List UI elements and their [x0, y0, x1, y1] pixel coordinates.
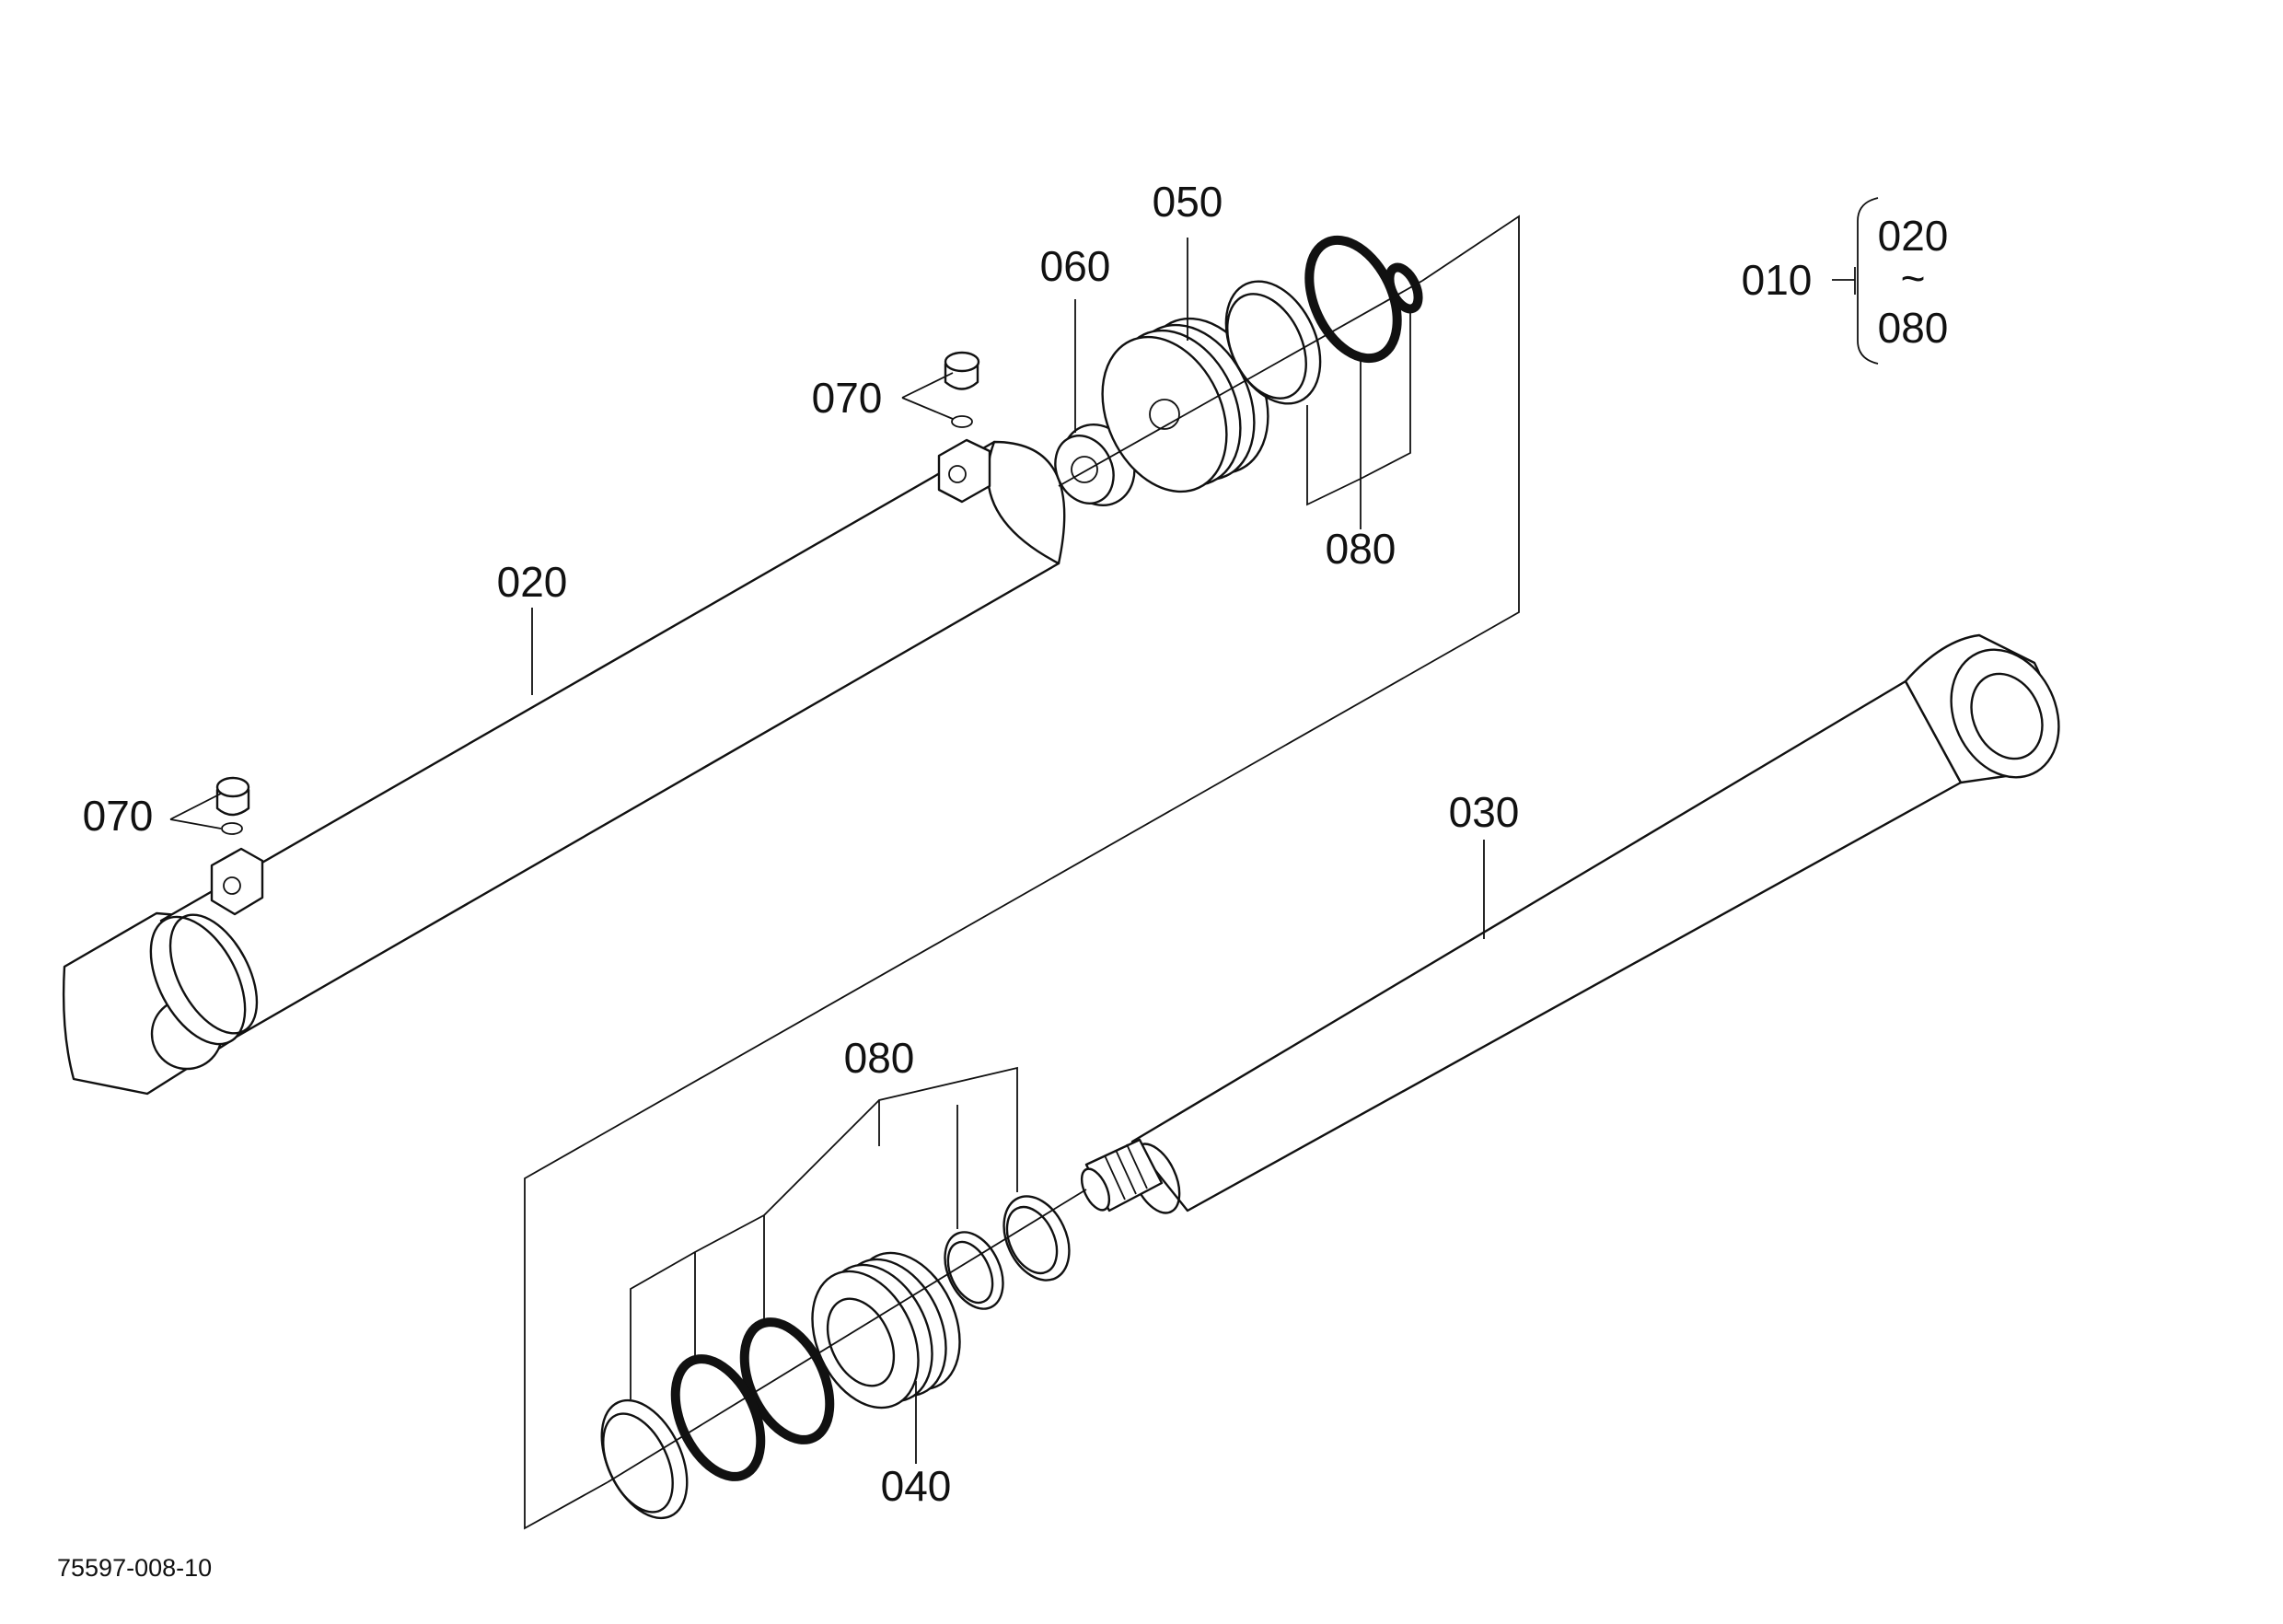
callout-070-upper: 070 — [812, 374, 883, 422]
piston-040 — [811, 1251, 961, 1409]
piston-rod-030 — [1080, 633, 2060, 1214]
drawing-number: 75597-008-10 — [57, 1554, 212, 1582]
assembly-range-start: 020 — [1878, 212, 1949, 260]
assembly-label-010: 010 — [1742, 256, 1813, 304]
callout-040: 040 — [881, 1462, 952, 1510]
callout-080-upper: 080 — [1326, 525, 1396, 573]
callout-070-lower: 070 — [83, 792, 154, 840]
callout-020: 020 — [497, 558, 568, 606]
assembly-range-tilde: ~ — [1901, 254, 1926, 302]
assembly-range-end: 080 — [1878, 304, 1949, 352]
seal-kit-080-upper — [1224, 235, 1423, 405]
callout-050: 050 — [1153, 178, 1223, 226]
callout-030: 030 — [1449, 788, 1520, 836]
fitting-070-upper — [937, 351, 991, 504]
callout-060: 060 — [1040, 242, 1111, 290]
callout-080-lower: 080 — [844, 1034, 915, 1082]
cylinder-tube-020 — [62, 440, 1066, 1096]
leader-lines — [169, 197, 1879, 1530]
fitting-070-lower — [210, 776, 264, 916]
